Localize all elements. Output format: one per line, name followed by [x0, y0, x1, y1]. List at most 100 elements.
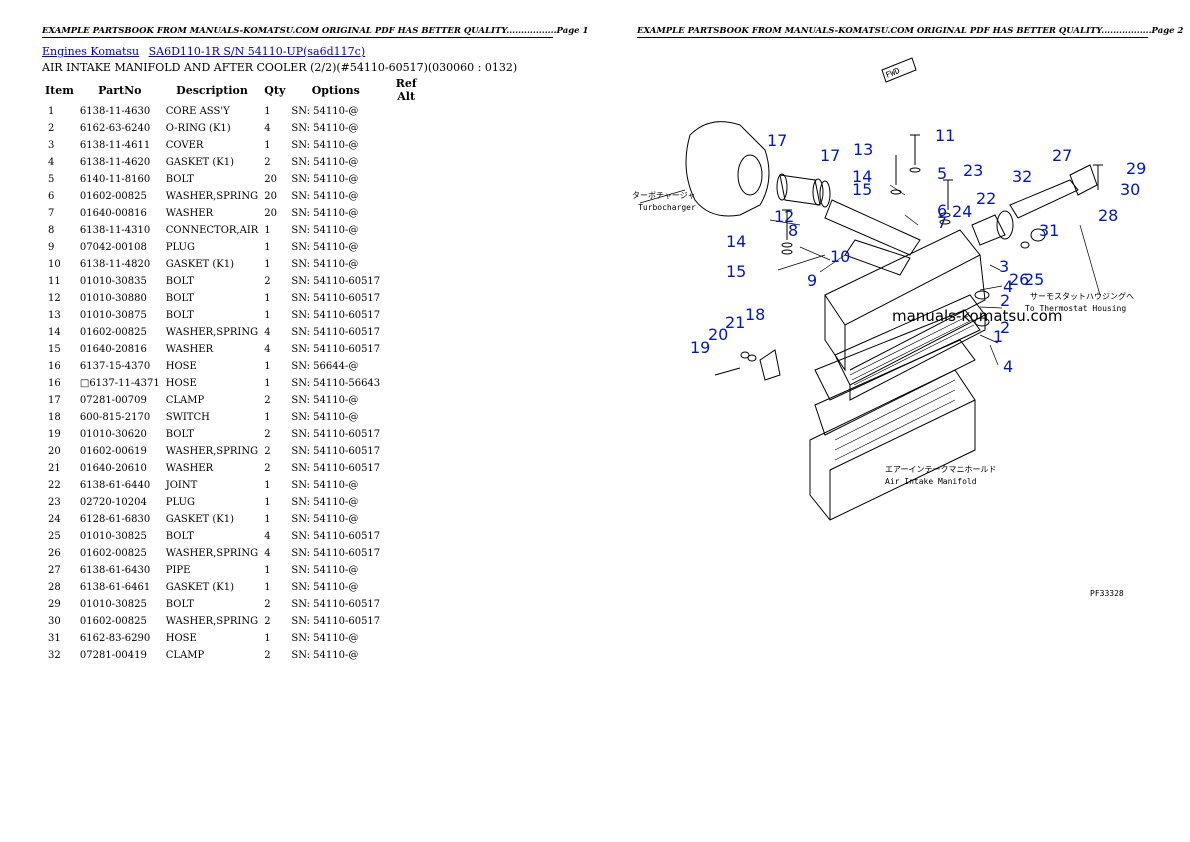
callout-number: 15: [852, 180, 872, 199]
cell-item: 32: [48, 650, 61, 661]
cell-item: 15: [48, 344, 61, 355]
cell-qty: 1: [264, 225, 271, 236]
cell-item: 5: [48, 174, 55, 185]
cell-refalt: [383, 239, 429, 256]
cell-description: HOSE: [165, 378, 197, 389]
page-title: AIR INTAKE MANIFOLD AND AFTER COOLER (2/…: [42, 61, 518, 74]
cell-options: SN: 54110-60517: [291, 310, 381, 321]
cell-refalt: [383, 290, 429, 307]
turbocharger-label-jp: ターボチャージャ: [632, 191, 695, 200]
cell-qty: 1: [264, 293, 271, 304]
diagram-svg: FWD ターボチャージャ Turbocharger サーモスタットハウジングへ …: [632, 57, 1146, 598]
cell-item: 4: [48, 157, 55, 168]
cell-options: SN: 54110-@: [291, 259, 359, 270]
cell-description: WASHER,SPRING: [165, 446, 259, 457]
cell-item: 31: [48, 633, 61, 644]
cell-qty: 2: [264, 429, 271, 440]
cell-options: SN: 54110-@: [291, 140, 359, 151]
cell-description: WASHER: [165, 344, 214, 355]
air-connector-shape: [824, 199, 921, 256]
callout-number: 14: [726, 232, 746, 251]
cell-item: 20: [48, 446, 61, 457]
cell-options: SN: 54110-@: [291, 208, 359, 219]
cell-refalt: [383, 426, 429, 443]
cell-refalt: [383, 596, 429, 613]
cell-description: GASKET (K1): [165, 514, 235, 525]
cell-partno: 01010-30875: [79, 310, 147, 321]
cell-refalt: [383, 103, 429, 120]
callout-number: 22: [976, 189, 996, 208]
breadcrumb-link-model[interactable]: SA6D110-1R S/N 54110-UP(sa6d117c): [148, 45, 366, 58]
cell-partno: □6137-11-4371: [79, 378, 160, 389]
cell-qty: 4: [264, 344, 271, 355]
cell-partno: 6138-11-4620: [79, 157, 151, 168]
cell-description: HOSE: [165, 361, 197, 372]
cell-partno: 01602-00619: [79, 446, 147, 457]
cell-refalt: [383, 222, 429, 239]
cell-item: 7: [48, 208, 55, 219]
cell-item: 29: [48, 599, 61, 610]
callout-number: 11: [935, 126, 955, 145]
col-header-item: Item: [45, 83, 74, 97]
cell-refalt: [383, 494, 429, 511]
breadcrumb-link-engines[interactable]: Engines Komatsu: [42, 45, 140, 58]
cell-options: SN: 54110-60517: [291, 293, 381, 304]
cell-refalt: [383, 562, 429, 579]
cell-options: SN: 54110-@: [291, 480, 359, 491]
cell-options: SN: 54110-@: [291, 650, 359, 661]
cell-partno: 01010-30880: [79, 293, 147, 304]
cell-refalt: [383, 188, 429, 205]
callout-number: 8: [788, 221, 798, 240]
cell-options: SN: 54110-@: [291, 514, 359, 525]
cell-item: 12: [48, 293, 61, 304]
cell-qty: 1: [264, 412, 271, 423]
cell-options: SN: 54110-60517: [291, 548, 381, 559]
cell-description: GASKET (K1): [165, 259, 235, 270]
cell-partno: 600-815-2170: [79, 412, 151, 423]
bolt-shape: [910, 134, 920, 165]
callout-number: 28: [1098, 206, 1118, 225]
manifold-label-jp: エアーインテークマニホールド: [885, 465, 997, 474]
cell-qty: 4: [264, 548, 271, 559]
cell-qty: 2: [264, 446, 271, 457]
cell-refalt: [383, 443, 429, 460]
cell-item: 25: [48, 531, 61, 542]
callout-number: 15: [726, 262, 746, 281]
cell-refalt: [383, 392, 429, 409]
cell-description: BOLT: [165, 310, 194, 321]
cell-partno: 07281-00419: [79, 650, 147, 661]
callout-number: 5: [937, 164, 947, 183]
cell-item: 8: [48, 225, 55, 236]
cell-qty: 1: [264, 565, 271, 576]
cell-item: 24: [48, 514, 61, 525]
cell-options: SN: 54110-@: [291, 157, 359, 168]
thermostat-label: To Thermostat Housing: [1025, 304, 1126, 313]
cell-refalt: [383, 171, 429, 188]
gasket-shape: [814, 339, 976, 436]
cell-options: SN: 54110-60517: [291, 429, 381, 440]
turbo-outlet-shape: [737, 154, 763, 196]
cell-qty: 1: [264, 497, 271, 508]
cell-qty: 4: [264, 123, 271, 134]
cell-item: 18: [48, 412, 61, 423]
cell-qty: 2: [264, 463, 271, 474]
cell-options: SN: 54110-@: [291, 412, 359, 423]
cell-qty: 1: [264, 259, 271, 270]
cell-refalt: [383, 613, 429, 630]
cell-item: 2: [48, 123, 55, 134]
cell-partno: 6137-15-4370: [79, 361, 151, 372]
cell-item: 10: [48, 259, 61, 270]
